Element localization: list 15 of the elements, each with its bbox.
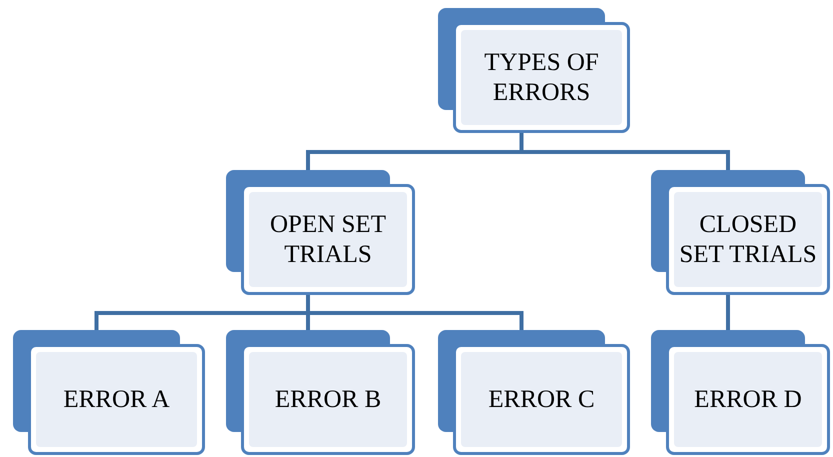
node-label: TYPES OF ERRORS: [483, 48, 600, 108]
node-label: ERROR C: [488, 384, 595, 414]
node-box: [13, 330, 205, 455]
node-box: [651, 330, 830, 455]
node-label: OPEN SET TRIALS: [269, 210, 387, 270]
node-label: ERROR D: [694, 384, 802, 414]
node-box: [651, 170, 830, 295]
node-label: ERROR A: [63, 384, 170, 414]
node-box: [226, 330, 415, 455]
node-box: [226, 170, 415, 295]
connector-line: [726, 295, 730, 330]
node-box: [438, 330, 630, 455]
node-label: CLOSED SET TRIALS: [678, 210, 818, 270]
node-box: [438, 8, 630, 133]
node-label: ERROR B: [274, 384, 382, 414]
